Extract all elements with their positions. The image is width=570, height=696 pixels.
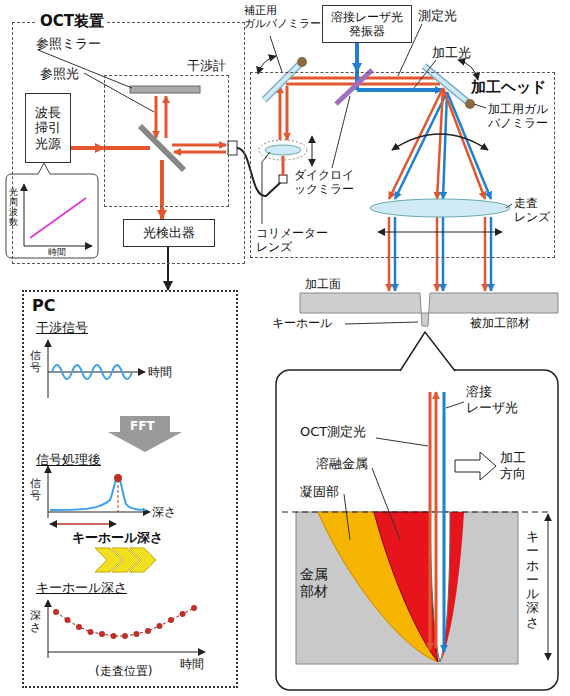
node-title: 干渉計 (187, 57, 226, 75)
part-label: 走査 レンズ (514, 196, 550, 225)
beam-label: OCT測定光 (300, 424, 366, 440)
light-source-box: 波長 掃引 光源 (25, 93, 71, 163)
axis-label: 時間 (148, 365, 172, 379)
axis-label: 時間 (48, 247, 66, 258)
pc-group: PC (22, 290, 238, 688)
node-title: 溶接レーザ光 発振器 (331, 10, 403, 39)
axis-label: (走査位置) (95, 664, 152, 678)
interferometer-group: 干渉計 (104, 75, 229, 207)
graph-title: キーホール深さ (36, 580, 127, 596)
beam-label: 参照光 (40, 66, 79, 82)
part-label: 補正用 ガルバノミラー (244, 4, 321, 30)
axis-label: 信号 (30, 478, 41, 502)
beam-label: 測定光 (418, 8, 457, 24)
beam-label: 溶接 レーザ光 (466, 384, 518, 415)
part-label: 加工用ガル バノミラー (488, 102, 548, 131)
beam-connector (167, 247, 169, 290)
graph-title: 信号処理後 (36, 452, 101, 468)
process-label: FFT (130, 419, 155, 433)
part-label: 加工面 (305, 277, 341, 291)
beam-connector (71, 146, 104, 150)
beam-connector (355, 43, 359, 72)
part-label: 参照ミラー (36, 36, 101, 52)
graph-title: 干渉信号 (36, 320, 88, 336)
part-label: ダイクロイ ックミラー (294, 168, 354, 197)
beam-label: 加工光 (432, 45, 471, 61)
node-title: 加工ヘッド (471, 78, 546, 97)
axis-label: 時間 (180, 657, 204, 671)
dimension-label: キーホール深さ (526, 530, 539, 630)
axis-label: 信号 (30, 350, 41, 374)
axis-label: 深さ (30, 610, 41, 634)
beam-connector (160, 207, 164, 219)
node-title: OCT装置 (37, 12, 107, 31)
axis-label: 光周波数 (9, 188, 18, 228)
node-title: 波長 掃引 光源 (35, 105, 61, 152)
node-title: 光検出器 (143, 224, 195, 242)
region-label: 凝固部 (300, 484, 339, 500)
node-title: PC (32, 296, 55, 315)
part-label: コリメーター レンズ (256, 226, 328, 255)
direction-label: 加工 方向 (500, 450, 526, 481)
dimension-label: キーホール深さ (72, 530, 163, 546)
axis-label: 深さ (152, 505, 176, 519)
laser-source-box: 溶接レーザ光 発振器 (322, 5, 412, 43)
detector-box: 光検出器 (123, 219, 215, 247)
part-label: 被加工部材 (470, 316, 530, 330)
part-label: 金属 部材 (300, 566, 328, 600)
part-label: キーホール (272, 316, 332, 330)
device-group: OCT装置干渉計波長 掃引 光源光検出器 (12, 22, 245, 264)
region-label: 溶融金属 (316, 456, 368, 472)
